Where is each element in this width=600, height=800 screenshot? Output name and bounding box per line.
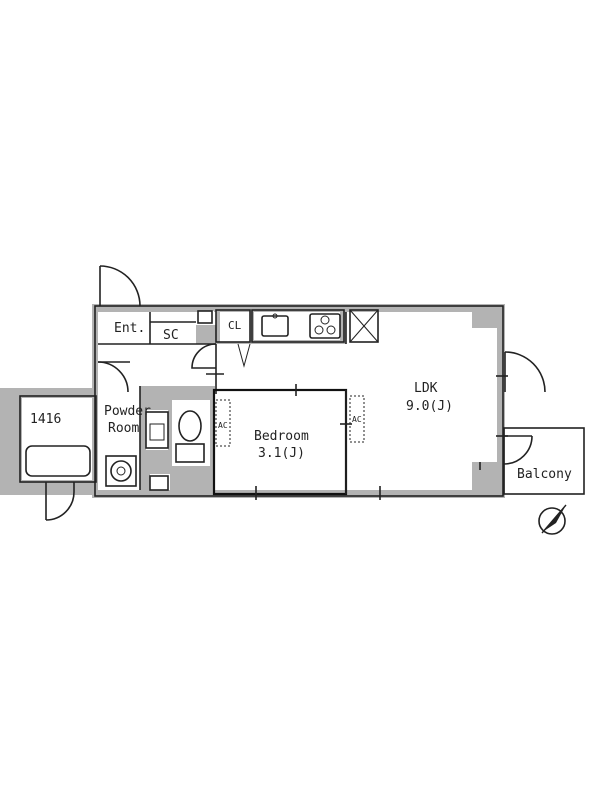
stove (309, 313, 341, 339)
compass-icon (538, 504, 567, 535)
bedroom-size-label: 3.1(J) (258, 446, 305, 461)
kitchen-sink (261, 315, 289, 337)
doors (45, 265, 546, 521)
closet-label: CL (228, 319, 242, 332)
ac-unit-bedroom (215, 399, 231, 447)
toilet (175, 410, 205, 463)
powder-room-label-1: Powder (104, 404, 151, 419)
ldk-size-label: 9.0(J) (406, 399, 453, 414)
powder-room-label-2: Room (108, 421, 139, 436)
bathtub (25, 445, 91, 477)
washbasin (145, 411, 169, 449)
partitions (19, 305, 585, 497)
shoe-cabinet-label: SC (163, 328, 179, 343)
room-areas (98, 311, 497, 490)
ldk-name-label: LDK (414, 381, 438, 396)
bedroom-name-label: Bedroom (254, 429, 309, 444)
balcony-label: Balcony (517, 467, 572, 482)
ac-label-ldk: AC (352, 415, 362, 424)
ac-label-bedroom: AC (218, 421, 228, 430)
bath-size-label: 1416 (30, 412, 61, 427)
washing-machine (105, 455, 137, 487)
entrance-label: Ent. (114, 321, 145, 336)
fixtures (25, 310, 365, 491)
ac-unit-ldk (349, 395, 365, 443)
